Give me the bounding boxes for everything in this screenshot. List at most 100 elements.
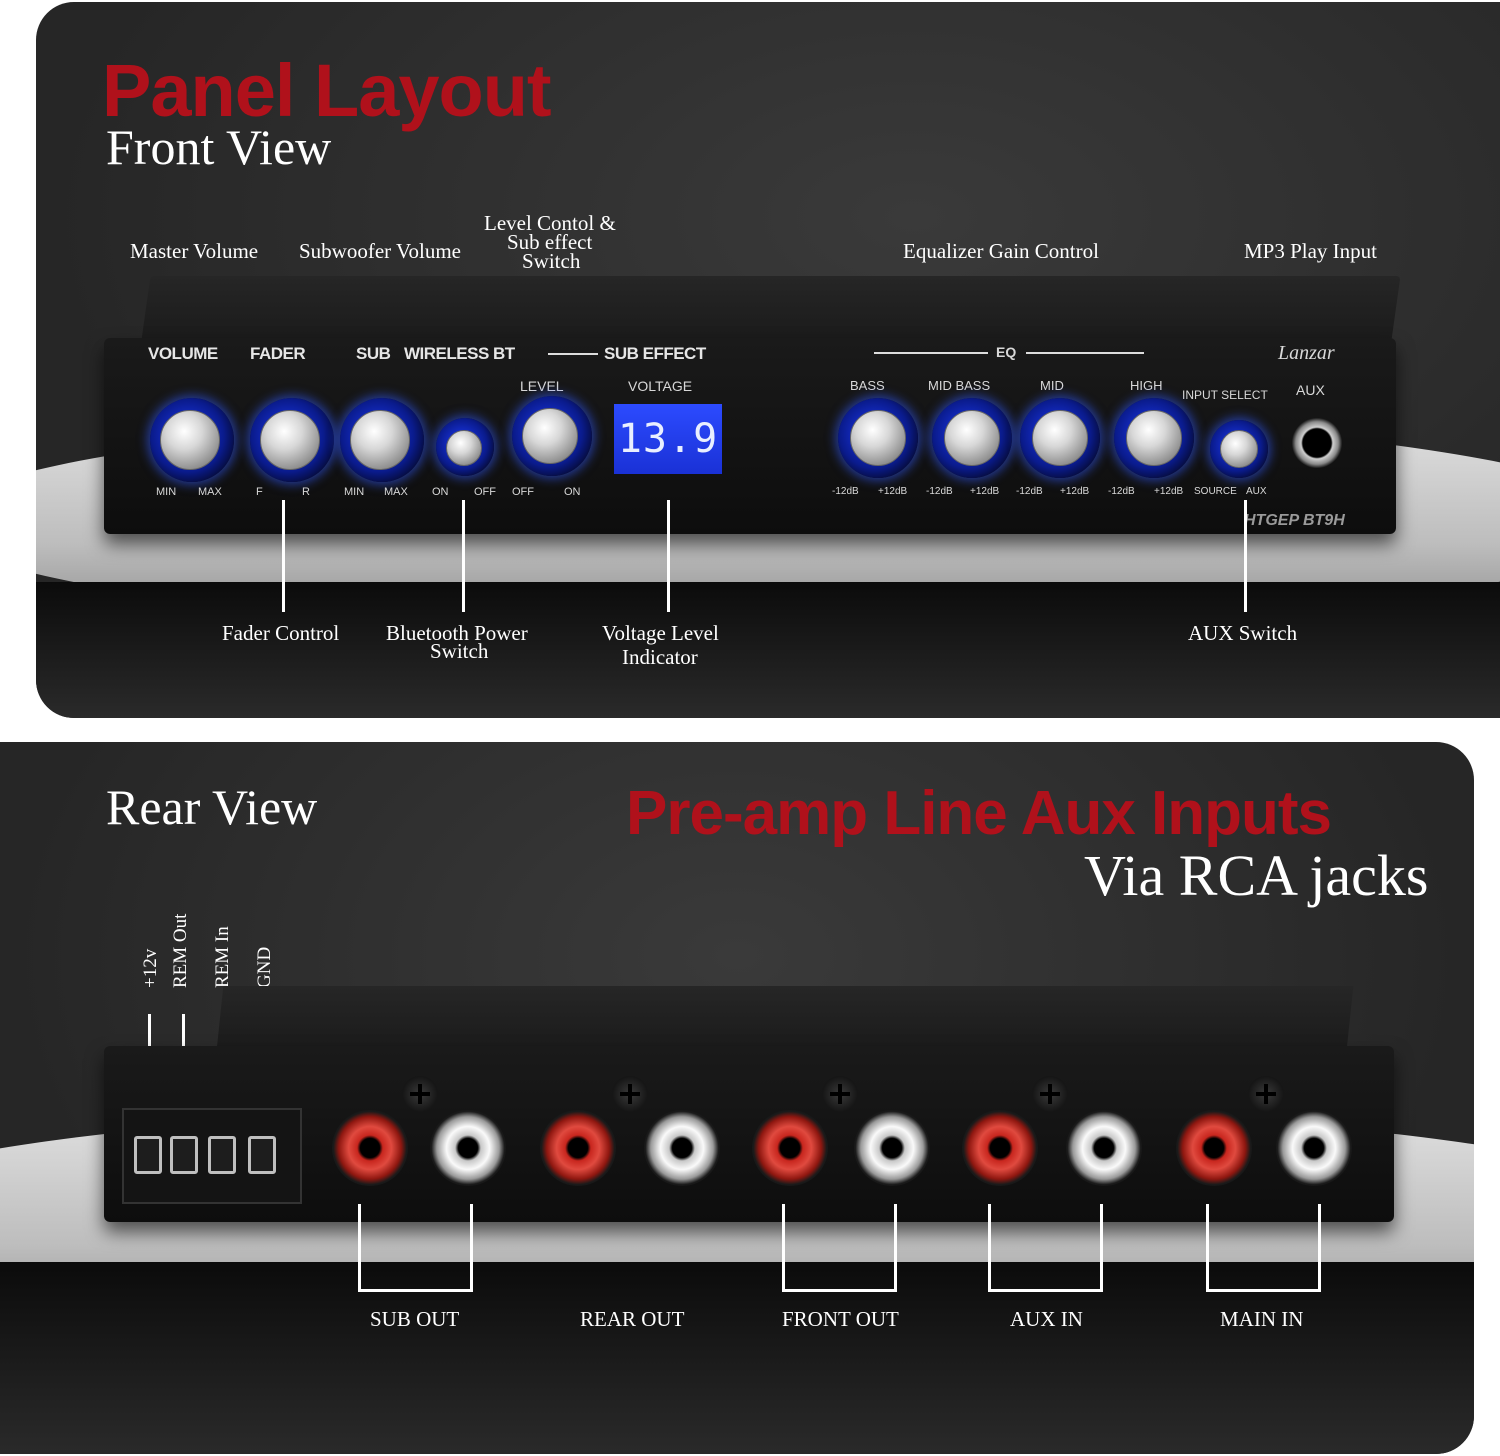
knob-cap (522, 408, 578, 464)
model-number: HTGEP BT9H (1244, 512, 1345, 529)
front-title: Panel Layout (102, 49, 552, 132)
bracket-main-in-bottom (1206, 1289, 1321, 1292)
label-min: MIN (344, 486, 365, 498)
bt-power-switch[interactable] (436, 418, 494, 476)
screw-icon (1032, 1076, 1068, 1112)
bracket-aux-in-left (988, 1204, 991, 1292)
line-voltage (667, 500, 670, 612)
aux-switch[interactable] (1210, 420, 1268, 478)
label-main-in: MAIN IN (1220, 1307, 1304, 1331)
silk-sub: SUB (356, 344, 391, 363)
silk-wireless-bt: WIRELESS BT (404, 344, 515, 363)
knob-cap (260, 410, 320, 470)
terminal-label-12v: +12v (140, 948, 161, 988)
label-rear-out: REAR OUT (580, 1307, 685, 1331)
table-shadow (36, 582, 1500, 718)
silk-mid-bass: MID BASS (928, 378, 991, 393)
terminal-12v[interactable] (134, 1136, 162, 1174)
silk-sub-effect-line (548, 353, 598, 355)
front-out-left-jack[interactable] (854, 1110, 930, 1186)
device-top-surface (141, 276, 1401, 340)
screw-icon (612, 1076, 648, 1112)
sub-effect-level-knob[interactable] (512, 396, 592, 476)
aux-in-right-jack[interactable] (962, 1110, 1038, 1186)
label-subwoofer-volume: Subwoofer Volume (299, 239, 461, 263)
silk-voltage: VOLTAGE (628, 378, 693, 394)
label-plus12: +12dB (1154, 486, 1184, 497)
front-device: VOLUME FADER SUB WIRELESS BT SUB EFFECT … (104, 338, 1396, 534)
label-minus12: -12dB (1108, 486, 1135, 497)
silk-input-select: INPUT SELECT (1182, 388, 1268, 402)
rear-view-panel: Rear View Pre-amp Line Aux Inputs Via RC… (0, 742, 1474, 1454)
label-off: OFF (474, 486, 496, 498)
knob-cap (1032, 410, 1088, 466)
label-aux: AUX (1246, 486, 1267, 497)
terminal-rem-out[interactable] (170, 1136, 198, 1174)
rear-out-right-jack[interactable] (540, 1110, 616, 1186)
bracket-sub-out-right (470, 1204, 473, 1292)
silk-bass: BASS (850, 378, 885, 393)
label-minus12: -12dB (926, 486, 953, 497)
main-in-right-jack[interactable] (1176, 1110, 1252, 1186)
bracket-front-out-left (782, 1204, 785, 1292)
brand-logo: Lanzar (1278, 342, 1335, 364)
label-r: R (302, 486, 310, 498)
label-sub-out: SUB OUT (370, 1307, 460, 1331)
screw-icon (402, 1076, 438, 1112)
eq-mid-bass-knob[interactable] (932, 398, 1012, 478)
knob-cap (850, 410, 906, 466)
silk-sub-effect: SUB EFFECT (604, 344, 706, 363)
rear-device (104, 1046, 1394, 1222)
silk-eq: EQ (996, 344, 1017, 360)
bracket-front-out-right (894, 1204, 897, 1292)
rear-title: Pre-amp Line Aux Inputs (626, 779, 1332, 848)
front-subtitle: Front View (106, 119, 332, 175)
knob-cap (1126, 410, 1182, 466)
fader-knob[interactable] (250, 398, 334, 482)
label-minus12: -12dB (1016, 486, 1043, 497)
master-volume-knob[interactable] (150, 398, 234, 482)
knob-cap (1220, 430, 1258, 468)
table-shadow (0, 1262, 1474, 1454)
bracket-aux-in-bottom (988, 1289, 1103, 1292)
rear-out-left-jack[interactable] (644, 1110, 720, 1186)
aux-in-left-jack[interactable] (1066, 1110, 1142, 1186)
terminal-gnd[interactable] (248, 1136, 276, 1174)
label-aux-switch: AUX Switch (1188, 621, 1298, 645)
eq-high-knob[interactable] (1114, 398, 1194, 478)
front-out-right-jack[interactable] (752, 1110, 828, 1186)
label-on: ON (564, 486, 581, 498)
label-bt-power-1: Bluetooth Power (386, 621, 528, 645)
sub-out-right-jack[interactable] (332, 1110, 408, 1186)
label-off: OFF (512, 486, 534, 498)
sub-volume-knob[interactable] (340, 398, 424, 482)
bracket-sub-out-left (358, 1204, 361, 1292)
eq-bass-knob[interactable] (838, 398, 918, 478)
bracket-main-in-left (1206, 1204, 1209, 1292)
eq-mid-knob[interactable] (1020, 398, 1100, 478)
label-min: MIN (156, 486, 177, 498)
label-plus12: +12dB (970, 486, 1000, 497)
silk-eq-bracket-left (874, 352, 988, 354)
label-voltage-1: Voltage Level (602, 621, 719, 645)
main-in-left-jack[interactable] (1276, 1110, 1352, 1186)
terminal-label-rem-in: REM In (212, 926, 233, 988)
aux-input-jack[interactable] (1292, 418, 1342, 468)
line-fader (282, 500, 285, 612)
label-mp3-input: MP3 Play Input (1244, 239, 1378, 263)
bracket-aux-in-right (1100, 1204, 1103, 1292)
knob-cap (944, 410, 1000, 466)
label-on: ON (432, 486, 449, 498)
power-terminal-block (122, 1108, 302, 1204)
voltage-display: 13.9 (614, 404, 722, 474)
terminal-rem-in[interactable] (208, 1136, 236, 1174)
label-level-control-1: Level Contol & (484, 211, 616, 235)
line-aux-switch (1244, 500, 1247, 612)
label-voltage-2: Indicator (622, 645, 698, 669)
label-max: MAX (198, 486, 222, 498)
bracket-main-in-right (1318, 1204, 1321, 1292)
label-fader-control: Fader Control (222, 621, 340, 645)
silk-aux: AUX (1296, 382, 1325, 398)
sub-out-left-jack[interactable] (430, 1110, 506, 1186)
label-minus12: -12dB (832, 486, 859, 497)
